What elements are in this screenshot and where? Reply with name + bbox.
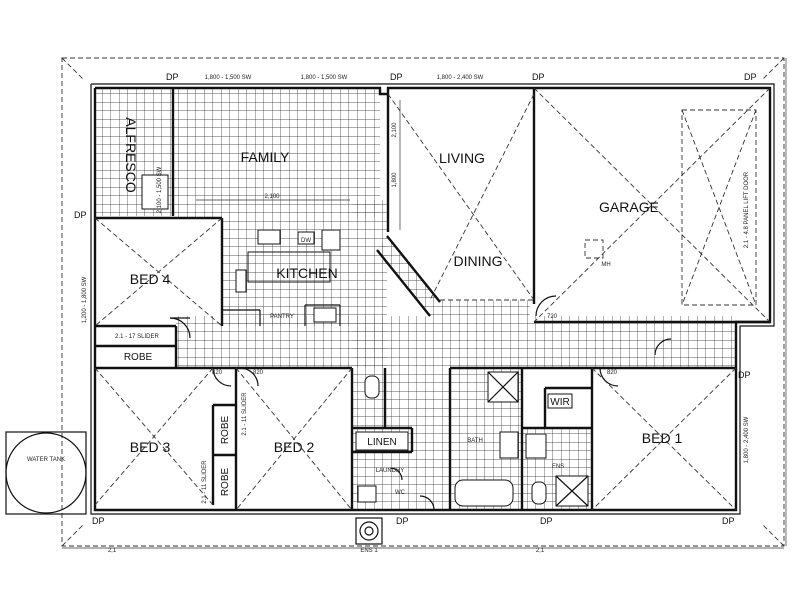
room-label-alfresco: ALFRESCO [123,117,139,193]
room-label-wir: WIR [550,397,569,408]
diag-boundary-c [61,523,85,547]
dim-820c: 820 [607,370,618,376]
room-label-dining: DINING [454,253,503,269]
dim-bottom-b: 2,1 [536,548,545,554]
dim-720: 720 [547,314,558,320]
dishwasher-box [297,231,315,245]
room-label-bed4: BED 4 [130,271,171,287]
bathtub [454,479,514,507]
interior-walls [95,88,770,510]
dim-right-side: 1,800 - 2,400 SW [744,416,750,463]
diag-boundary-d [761,523,785,547]
toilet-wc [364,375,380,399]
slider-label-lower: 2.1 - 11 SLIDER [202,460,208,504]
room-label-laundry: LAUNDRY [376,468,405,474]
garage-details [533,87,771,323]
lift-door-label: 2.1 - 4.8 PANEL LIFT DOOR [744,171,750,248]
fridge [321,229,341,251]
dp-label-top-far: DP [744,72,757,82]
dimension-labels: 1,800 - 1,500 SW 1,800 - 1,500 SW 1,800 … [82,75,750,554]
stove [235,269,247,293]
bedroom-diagonals [94,217,737,511]
dp-label-bottom-left: DP [92,516,105,526]
manhole-label: MH [601,262,610,268]
slider-label-upper: 2.1 - 11 SLIDER [242,392,248,436]
alfresco-bbq [141,174,169,210]
kitchen-island [247,251,331,283]
room-label-living: LIVING [439,150,485,166]
room-label-linen: LINEN [367,437,396,448]
site-boundary [61,57,785,547]
ens-toilet [531,481,547,505]
dim-top-right: 1,800 - 2,400 SW [437,75,484,81]
meter-box [355,517,383,545]
room-label-ens: ENS [552,464,564,470]
ens-vanity [525,433,547,459]
dim-top-mid: 1,800 - 1,500 SW [301,75,348,81]
diag-boundary-a [61,57,85,81]
room-label-robe-lower: ROBE [220,468,231,497]
dim-820a: 820 [212,370,223,376]
dim-left-side: 1,200 - 1,800 SW [82,276,88,323]
room-label-pantry: PANTRY [270,314,294,320]
dim-bottom-a: 2,1 [108,548,117,554]
diag-boundary-b [761,57,785,81]
dp-label-top-right: DP [532,72,545,82]
water-tank-label: WATER TANK [27,457,65,463]
sink [257,229,281,245]
slider-label-bed4: 2.1 - 17 SLIDER [115,334,159,340]
kitchen-fixtures [141,174,341,323]
pantry-box [313,307,337,323]
room-label-bed3: BED 3 [130,439,171,455]
dp-label-top-left: DP [166,72,179,82]
laundry-tub [357,485,377,503]
room-label-family: FAMILY [241,149,290,165]
room-label-kitchen: KITCHEN [276,265,337,281]
dim-1800: 1,800 [392,172,398,188]
dim-2100: 2,100 [392,122,398,138]
dim-ens-door: ENS 1 [360,548,378,554]
room-label-bath: BATH [467,438,483,444]
dimension-lines [62,58,787,549]
water-tank: WATER TANK [5,431,87,515]
room-label-robe-bed4: ROBE [124,352,153,363]
dp-label-bottom-far: DP [722,516,735,526]
room-label-wc: WC [395,490,406,496]
downpipe-labels: DP DP DP DP DP DP DP DP DP DP [74,72,757,526]
dim-family-window: 2,100 [264,194,280,200]
dp-label-bottom-mid: DP [396,516,409,526]
room-label-bed2: BED 2 [274,439,315,455]
dim-sw-front: 2,100 - 1,500 SW [157,166,163,213]
dp-label-bottom-right: DP [540,516,553,526]
dim-top-left: 1,800 - 1,500 SW [205,75,252,81]
room-label-bed1: BED 1 [642,430,683,446]
room-label-garage: GARAGE [599,199,659,215]
outer-walls [90,83,775,515]
vanity [499,431,519,459]
dim-820b: 820 [253,370,264,376]
bathroom-fixtures [357,371,589,507]
dishwasher-label: DW [301,238,311,244]
dp-label-right: DP [738,370,751,380]
tiled-areas [95,88,736,510]
dp-label-top-mid: DP [390,72,403,82]
living-diagonals [387,93,535,301]
dp-label-left: DP [74,210,87,220]
room-label-robe-upper: ROBE [220,416,231,445]
